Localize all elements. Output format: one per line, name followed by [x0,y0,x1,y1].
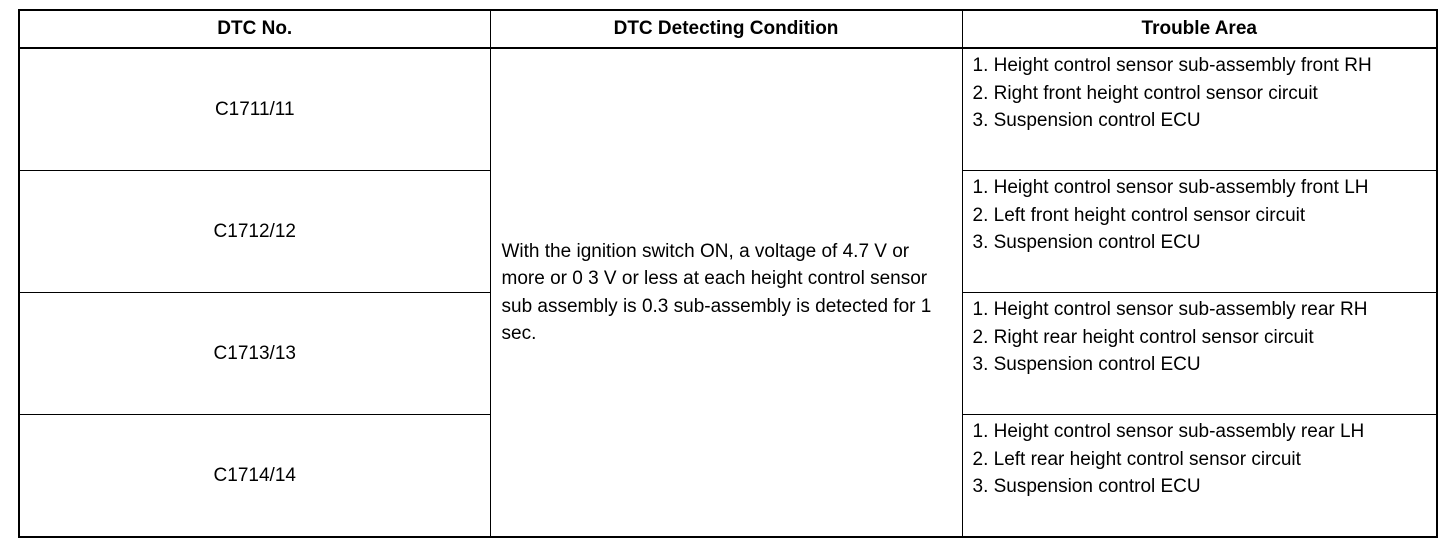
trouble-area-cell: 1. Height control sensor sub-assembly re… [961,292,1438,415]
dtc-code-cell: C1711/11 [18,47,491,171]
dtc-code-cell: C1714/14 [18,414,491,538]
trouble-area-item: 1. Height control sensor sub-assembly re… [972,421,1365,442]
detecting-condition-cell: With the ignition switch ON, a voltage o… [489,47,963,538]
table-row: C1714/14 1. Height control sensor sub-as… [18,414,1438,538]
trouble-area-cell: 1. Height control sensor sub-assembly fr… [961,47,1438,171]
dtc-table: DTC No. DTC Detecting Condition Trouble … [18,9,1438,538]
trouble-area-item: 2. Right front height control sensor cir… [972,82,1318,104]
table-header: DTC No. DTC Detecting Condition Trouble … [18,9,1438,49]
trouble-area-item: 1. Height control sensor sub-assembly fr… [972,55,1372,76]
trouble-area-item: 3. Suspension control ECU [972,110,1201,131]
trouble-area-item: 2. Right rear height control sensor circ… [972,326,1314,348]
table-body: C1711/11 With the ignition switch ON, a … [18,47,1438,538]
trouble-area-item: 1. Height control sensor sub-assembly fr… [972,177,1369,198]
trouble-area-item: 3. Suspension control ECU [972,232,1201,253]
header-dtc-no: DTC No. [18,9,491,49]
table-row: C1713/13 1. Height control sensor sub-as… [18,292,1438,415]
dtc-code-cell: C1712/12 [18,170,491,293]
header-trouble-area: Trouble Area [961,9,1438,49]
header-row: DTC No. DTC Detecting Condition Trouble … [18,9,1438,49]
trouble-area-item: 1. Height control sensor sub-assembly re… [972,299,1368,320]
header-detecting-condition: DTC Detecting Condition [489,9,963,49]
trouble-area-item: 2. Left rear height control sensor circu… [972,448,1301,470]
trouble-area-cell: 1. Height control sensor sub-assembly fr… [961,170,1438,293]
trouble-area-item: 2. Left front height control sensor circ… [972,204,1306,226]
trouble-area-item: 3. Suspension control ECU [972,476,1201,497]
table-row: C1711/11 With the ignition switch ON, a … [18,47,1438,538]
dtc-code-cell: C1713/13 [18,292,491,415]
trouble-area-cell: 1. Height control sensor sub-assembly re… [961,414,1438,538]
trouble-area-item: 3. Suspension control ECU [972,354,1201,375]
table-row: C1712/12 1. Height control sensor sub-as… [18,170,1438,293]
